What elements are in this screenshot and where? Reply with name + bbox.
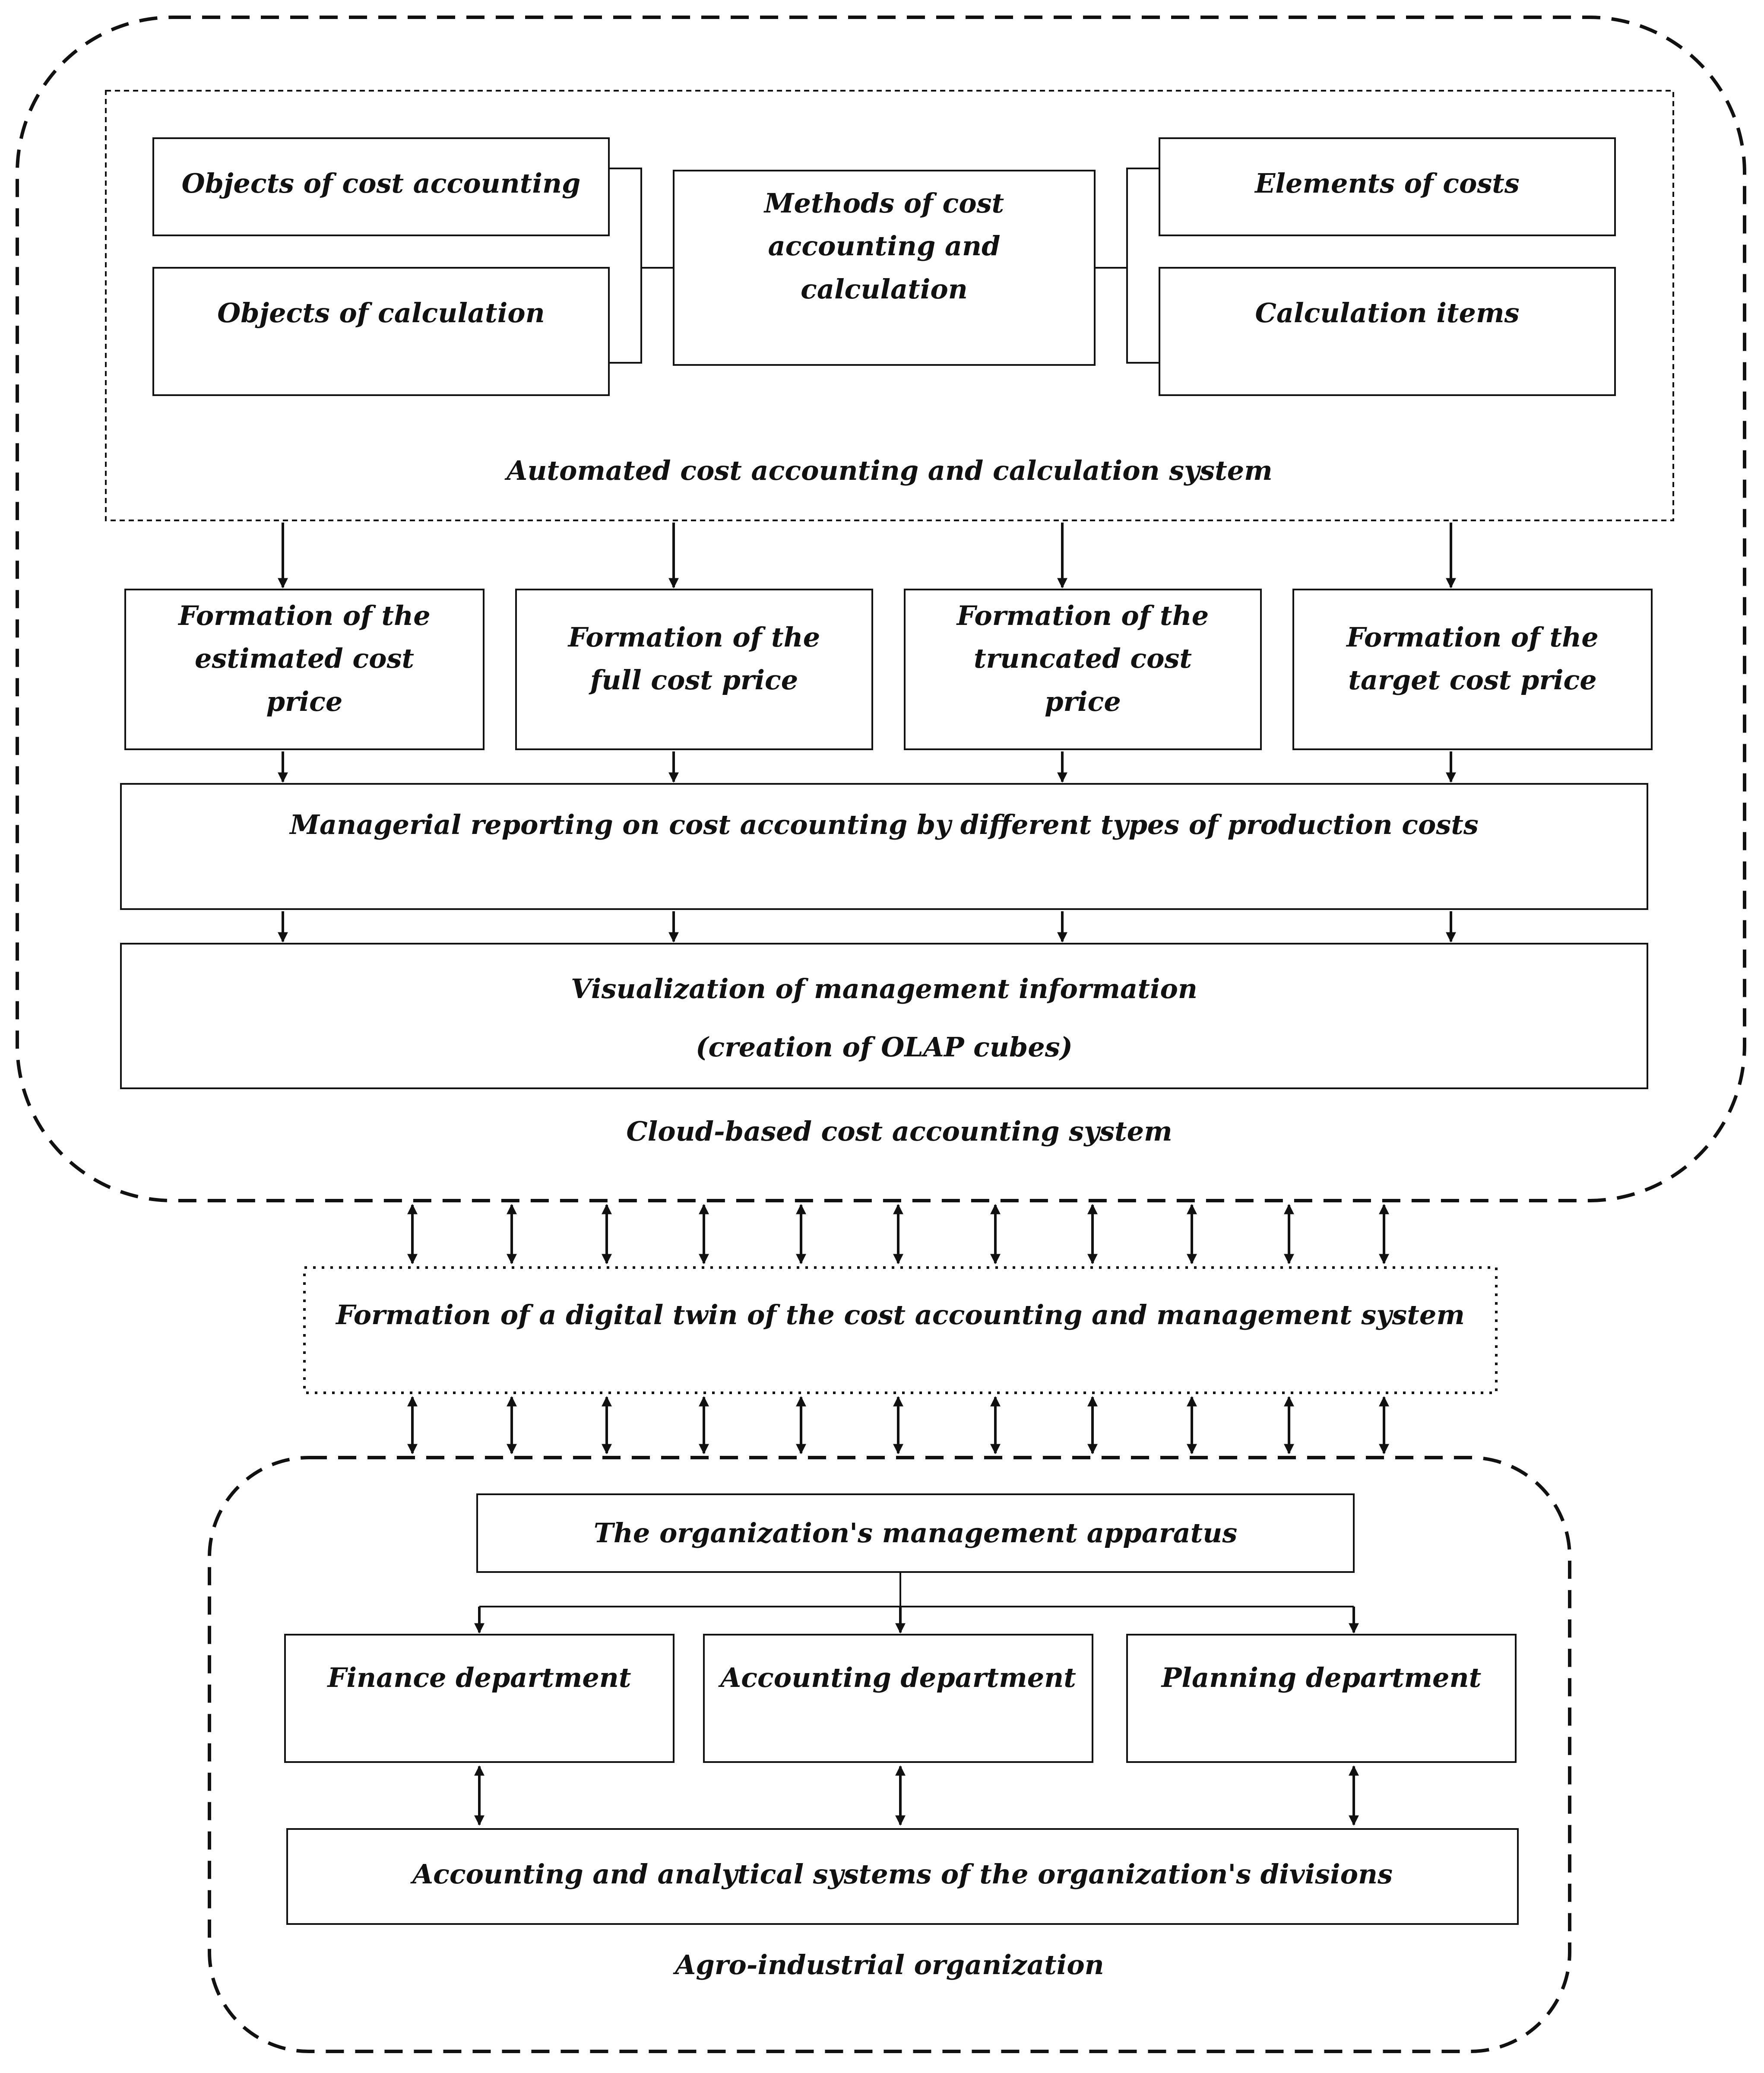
objects-calculation-label: Objects of calculation [217,297,545,329]
department-label-planning: Planning department [1161,1662,1482,1694]
agro-organization-region [208,1456,1571,2053]
calculation-items-label: Calculation items [1255,297,1520,329]
automated-system-region [105,90,1674,521]
cost-price-box [1292,589,1653,750]
digital-twin-region [303,1266,1498,1394]
cost-price-box [124,589,485,750]
automated-system-title: Automated cost accounting and calculatio… [507,455,1273,487]
objects-cost-accounting-label: Objects of cost accounting [181,168,581,200]
visualization-box [120,943,1648,1089]
cost-price-label-estimated: Formation of the estimated cost price [178,600,431,717]
elements-of-costs-box [1159,137,1616,236]
visualization-label-line1: Visualization of management information [571,973,1197,1005]
visualization-label-line2: (creation of OLAP cubes) [696,1031,1073,1063]
cloud-system-region [16,16,1746,1202]
objects-cost-accounting-box [152,137,610,236]
elements-of-costs-label: Elements of costs [1255,168,1520,200]
cloud-system-title: Cloud-based cost accounting system [626,1116,1172,1147]
divisions-systems-box [286,1828,1519,1925]
management-apparatus-label: The organization's management apparatus [593,1517,1238,1549]
department-box [703,1634,1093,1763]
calculation-items-box [1159,267,1616,396]
cost-price-label-truncated: Formation of the truncated cost price [956,600,1209,717]
management-distributor-line [479,1572,1354,1607]
left-bracket-connector [609,168,674,364]
management-apparatus-box [476,1493,1355,1573]
digital-twin-label: Formation of a digital twin of the cost … [336,1299,1465,1331]
methods-label: Methods of cost accounting and calculati… [764,187,1004,305]
department-label-accounting: Accounting department [720,1662,1076,1694]
divisions-systems-label: Accounting and analytical systems of the… [412,1858,1393,1890]
department-box [1126,1634,1517,1763]
department-label-finance: Finance department [327,1662,631,1694]
cost-price-label-target: Formation of the target cost price [1346,621,1599,696]
cost-price-box [515,589,873,750]
objects-calculation-box [152,267,610,396]
cost-price-label-full: Formation of the full cost price [568,621,820,696]
managerial-reporting-box [120,783,1648,910]
department-box [284,1634,675,1763]
cost-price-box [904,589,1262,750]
right-bracket-connector [1095,168,1159,364]
managerial-reporting-label: Managerial reporting on cost accounting … [290,809,1479,841]
agro-organization-title: Agro-industrial organization [675,1949,1104,1981]
